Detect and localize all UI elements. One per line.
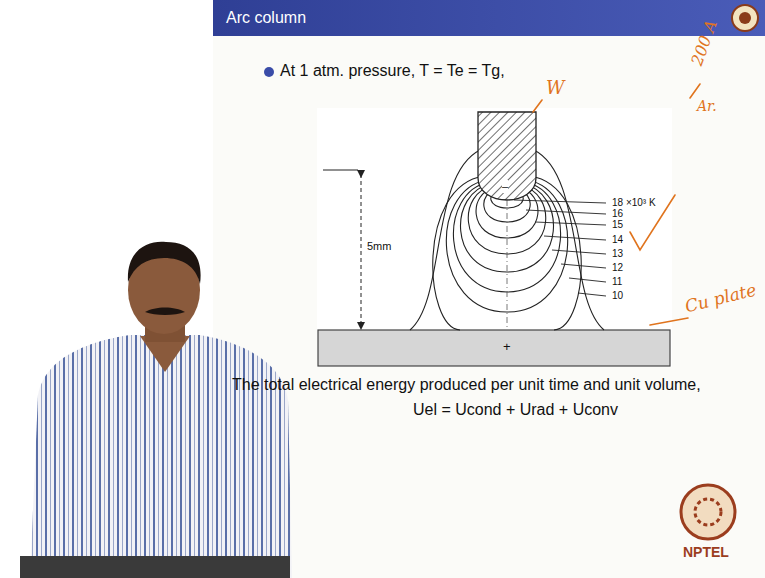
temperature-label: 10 <box>612 290 623 302</box>
temperature-label: 12 <box>612 262 623 274</box>
bullet <box>264 67 274 77</box>
dimension-line <box>323 170 358 171</box>
tungsten-electrode <box>478 112 536 200</box>
institute-logo <box>732 5 758 31</box>
institute-logo <box>739 12 751 24</box>
polarity-sign: – <box>502 180 508 193</box>
copper-plate <box>318 330 670 366</box>
bullet-text: At 1 atm. pressure, T = Te = Tg, <box>280 62 505 80</box>
logo-text: NPTEL <box>683 544 729 560</box>
polarity-sign: + <box>503 340 511 355</box>
presenter <box>20 242 292 578</box>
figure-panel <box>317 108 672 367</box>
handwriting <box>533 84 700 325</box>
dimension-line <box>361 174 362 326</box>
slide-title: Arc column <box>226 9 306 27</box>
temperature-label: 18 ×10³ K <box>612 197 656 209</box>
header-bar <box>213 0 765 36</box>
nptel-logo <box>695 499 721 525</box>
slide-ground <box>213 0 765 578</box>
handwritten-note: Ar. <box>697 98 717 114</box>
dimension-label: 5mm <box>367 240 391 253</box>
axis-line <box>507 200 508 330</box>
handwritten-note: W <box>546 78 565 99</box>
temperature-label: 11 <box>612 276 622 288</box>
body-text: The total electrical energy produced per… <box>232 376 701 394</box>
equation: Uel = Ucond + Urad + Uconv <box>413 401 618 419</box>
temperature-label: 13 <box>612 248 623 260</box>
leader-lines <box>514 200 606 296</box>
temperature-label: 14 <box>612 234 623 246</box>
nptel-logo <box>681 485 735 539</box>
temperature-label: 15 <box>612 219 623 231</box>
temperature-label: 16 <box>612 208 623 220</box>
